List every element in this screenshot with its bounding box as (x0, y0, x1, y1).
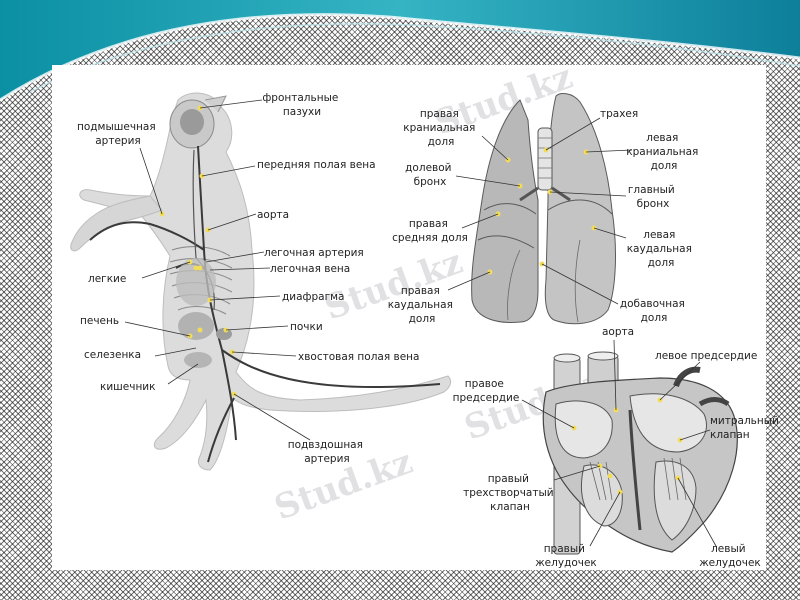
label-left-cranial-lobe: левая краниальная доля (626, 132, 701, 172)
label-tricuspid-valve: правый трехстворчатый клапан (463, 473, 557, 513)
heart-labels: аорта левое предсердие правое предсердие… (453, 326, 782, 569)
label-accessory-lobe: добавочная доля (620, 298, 688, 324)
lung-labels: правая краниальная доля трахея левая кра… (388, 108, 701, 325)
lungs-illustration (447, 93, 633, 325)
heart-illustration (521, 339, 738, 555)
label-left-ventricle: левый желудочек (699, 543, 761, 569)
label-frontal-sinuses: фронтальные пазухи (262, 92, 341, 118)
label-liver: печень (80, 315, 119, 327)
label-aorta: аорта (257, 209, 289, 221)
label-spleen: селезенка (84, 349, 141, 361)
label-axillary-artery: подмышечная артерия (77, 121, 159, 147)
label-caudal-vena-cava: хвостовая полая вена (298, 351, 419, 363)
label-right-atrium: правое предсердие (453, 378, 520, 404)
header-banner (0, 0, 800, 102)
label-anterior-vena-cava: передняя полая вена (257, 159, 376, 171)
label-right-ventricle: правый желудочек (535, 543, 597, 569)
cat-labels: фронтальные пазухи подмышечная артерия п… (77, 92, 419, 465)
label-diaphragm: диафрагма (282, 291, 344, 303)
label-right-caudal-lobe: правая каудальная доля (388, 285, 457, 325)
label-lungs: легкие (88, 273, 126, 285)
label-lobar-bronchus: долевой бронх (405, 162, 455, 188)
label-pulmonary-vein: легочная вена (270, 263, 350, 275)
label-trachea: трахея (600, 108, 638, 120)
label-iliac-artery: подвздошная артерия (288, 439, 367, 465)
label-main-bronchus: главный бронх (628, 184, 678, 210)
label-heart-aorta: аорта (602, 326, 634, 338)
cat-illustration (70, 92, 452, 471)
label-right-cranial-lobe: правая краниальная доля (403, 108, 478, 148)
label-pulmonary-artery: легочная артерия (264, 247, 364, 259)
label-left-atrium: левое предсердие (655, 350, 757, 362)
label-left-caudal-lobe: левая каудальная доля (627, 229, 696, 269)
label-kidneys: почки (290, 321, 323, 333)
label-right-middle-lobe: правая средняя доля (392, 218, 468, 244)
label-intestine: кишечник (100, 381, 155, 393)
label-mitral-valve: митральный клапан (710, 415, 782, 441)
